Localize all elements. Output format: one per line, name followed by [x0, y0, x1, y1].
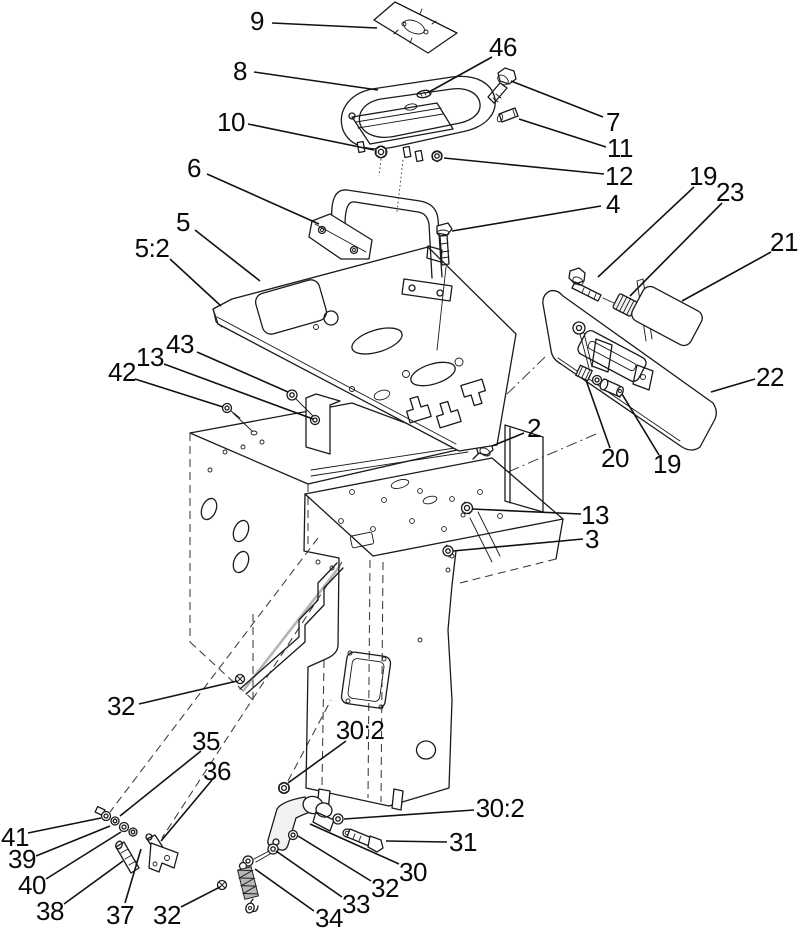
- side-panel-22: [542, 289, 717, 451]
- bolt-4: [436, 222, 453, 351]
- leader-line-19a: [597, 186, 695, 278]
- nut-13: [460, 501, 474, 515]
- leader-line-19b: [621, 393, 660, 456]
- leader-line-34: [254, 868, 315, 912]
- leader-line-3: [452, 538, 584, 552]
- leader-line-30-2a: [287, 740, 347, 784]
- leader-line-20: [585, 379, 611, 449]
- pin-19-lower: [591, 374, 624, 398]
- leader-line-43: [196, 351, 289, 393]
- bolt-32-upper: [234, 673, 246, 685]
- leader-line-46: [428, 56, 493, 93]
- leader-line-22: [710, 378, 756, 393]
- leader-line-32c: [180, 886, 221, 908]
- leader-line-37: [124, 848, 142, 904]
- leader-line-13b: [471, 508, 582, 515]
- leader-line-8: [253, 71, 379, 91]
- leader-line-35: [119, 750, 202, 817]
- leader-line-2: [491, 432, 525, 447]
- bracket-36: [148, 842, 179, 873]
- leader-line-9: [271, 22, 378, 29]
- knurled-nut-20: [575, 364, 593, 382]
- stud-11: [496, 107, 519, 123]
- decal-plate-9: [373, 1, 458, 54]
- leader-line-7: [510, 80, 604, 118]
- nut-12: [431, 150, 443, 163]
- decal-21: [631, 285, 703, 347]
- nut-3: [442, 544, 454, 558]
- bolt-31: [342, 828, 384, 853]
- nut-10: [374, 145, 388, 159]
- front-tower: [303, 424, 564, 812]
- latch-hook-19-upper-mount: [572, 321, 593, 369]
- leader-line-32b: [297, 835, 372, 882]
- leader-line-31: [385, 840, 448, 843]
- nut-32-mid: [287, 829, 299, 841]
- leader-line-30: [309, 823, 400, 865]
- leader-line-4: [451, 205, 602, 232]
- upper-handle-8: [340, 75, 496, 213]
- leader-line-42: [134, 378, 224, 408]
- bolt-7: [487, 67, 517, 104]
- leader-line-23: [629, 202, 723, 297]
- plug-46: [416, 89, 432, 99]
- leader-line-11: [518, 118, 607, 148]
- leader-line-5-2: [169, 258, 222, 307]
- screw-37: [115, 840, 140, 874]
- leader-line-32a: [138, 680, 238, 705]
- leader-line-13a: [163, 363, 314, 420]
- leader-line-38: [63, 860, 124, 905]
- screw-42: [221, 402, 258, 436]
- bellcrank-assembly: [236, 781, 384, 914]
- leader-line-39: [35, 825, 111, 857]
- hardware-cluster: [94, 805, 179, 874]
- leader-line-5: [194, 229, 261, 282]
- nut-43: [286, 389, 314, 417]
- leader-line-40: [45, 831, 122, 880]
- bellcrank-30: [267, 796, 312, 851]
- spring-link-34: [236, 850, 271, 914]
- leader-line-41: [27, 817, 102, 834]
- lower-handle-6: [308, 189, 453, 302]
- leader-line-6: [206, 173, 320, 225]
- washer-33: [267, 843, 279, 855]
- bolt-19-upper: [568, 267, 617, 305]
- mount-bracket-13: [221, 389, 341, 455]
- leader-line-36: [160, 779, 213, 842]
- leader-lines: [27, 22, 772, 912]
- nut-30-2-upper: [278, 781, 290, 795]
- leader-line-10: [247, 123, 375, 151]
- leader-line-33: [275, 850, 343, 898]
- leader-line-21: [681, 251, 772, 302]
- leader-line-12: [443, 157, 605, 175]
- leader-line-30-2b: [343, 809, 475, 820]
- nut-30-2-lower: [332, 813, 344, 825]
